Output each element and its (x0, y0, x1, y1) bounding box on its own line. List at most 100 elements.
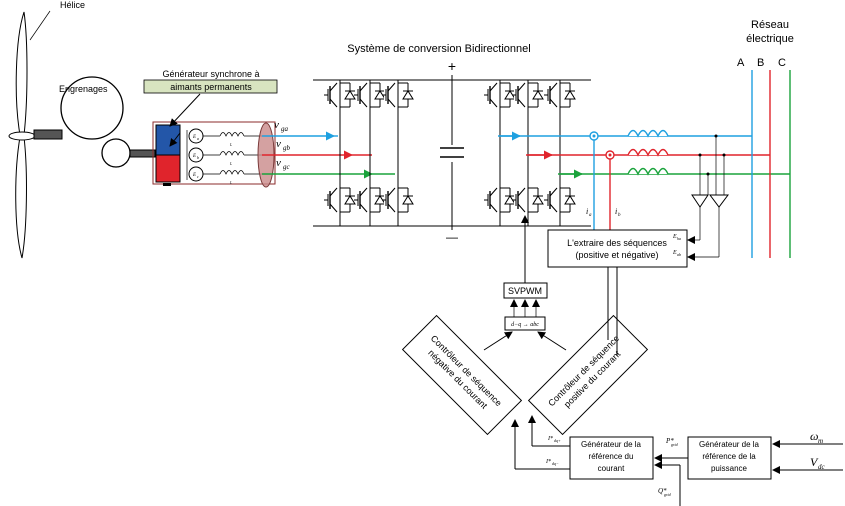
svg-text:L: L (229, 161, 233, 166)
svg-text:Q*: Q* (658, 487, 667, 495)
rotor-arrow (169, 132, 181, 147)
svg-text:ga: ga (281, 125, 289, 133)
vga-label: v ga (274, 119, 289, 133)
generator-label-bg (143, 79, 278, 94)
grid-inductor-b (627, 148, 669, 157)
svg-text:i: i (615, 207, 617, 216)
rotor-base (163, 183, 171, 186)
qgrid-label: Q* grid (658, 487, 672, 497)
ia-label: i a (586, 207, 592, 218)
generator-rotor-north (155, 124, 181, 156)
svg-text:v: v (276, 157, 281, 169)
svg-text:E: E (192, 154, 196, 159)
svg-text:gb: gb (283, 144, 291, 152)
grid-inductor-a (627, 129, 669, 138)
shaft-low (33, 129, 63, 140)
dc-plus: + (448, 58, 456, 74)
helice-pointer (29, 10, 51, 41)
vgc-label: v gc (276, 157, 291, 171)
svg-text:dq−: dq− (552, 461, 559, 466)
svg-text:a: a (589, 213, 592, 218)
neg-to-dqabc (483, 331, 513, 351)
ipos-label: I* dq+ (547, 436, 561, 443)
ineg-label: I* dq− (545, 459, 559, 466)
svg-text:ab: ab (677, 252, 681, 257)
gen-courant-label-3: courant (598, 464, 625, 473)
svg-text:V: V (810, 455, 819, 469)
propeller (8, 11, 36, 259)
vdc-label: V dc (810, 455, 826, 471)
phase-c-label: C (778, 57, 786, 69)
svg-text:ha: ha (677, 236, 681, 241)
svg-text:v: v (274, 119, 279, 131)
svg-text:I*: I* (545, 459, 551, 465)
grid-inductor-c (627, 167, 669, 176)
svg-text:E: E (672, 250, 677, 256)
svg-text:L: L (229, 142, 233, 147)
generateur-label-2: aimants permanents (170, 82, 252, 92)
omega-label: ω m (810, 429, 823, 445)
svg-text:c: c (197, 174, 199, 179)
generator-phase-c: E c L (188, 166, 262, 185)
dq-abc-label: d−q → abc (511, 322, 539, 328)
voltage-sensor-1 (687, 153, 710, 244)
pgrid-label: P* grid (665, 437, 679, 447)
svg-text:grid: grid (664, 492, 672, 497)
svg-text:dc: dc (818, 463, 826, 471)
engrenages-label: Engrenages (59, 84, 108, 94)
generator-phase-b: E b L (188, 147, 262, 166)
ib-label: i b (615, 207, 621, 218)
dc-minus: — (446, 230, 458, 244)
gen-courant-label-2: référence du (589, 452, 634, 461)
phase-a-label: A (737, 57, 745, 69)
svg-text:E: E (192, 135, 196, 140)
generator-phase-a: E a L (188, 128, 262, 147)
svg-text:b: b (618, 213, 621, 218)
svg-text:gc: gc (283, 163, 291, 171)
svg-text:P*: P* (665, 437, 674, 445)
gear-large (60, 76, 124, 140)
reseau-label-1: Réseau (751, 19, 789, 31)
gen-puiss-label-2: référence de la (702, 452, 756, 461)
generator-pointer (169, 93, 201, 127)
svg-text:a: a (197, 136, 199, 141)
svg-text:b: b (197, 155, 199, 160)
eb-label: E ab (672, 250, 681, 257)
svg-text:m: m (818, 437, 823, 445)
gen-puiss-label-1: Générateur de la (699, 440, 760, 449)
extraire-label-2: (positive et négative) (575, 250, 658, 260)
power-reference-generator (687, 436, 772, 480)
phase-b-label: B (757, 57, 764, 69)
svg-text:grid: grid (671, 442, 679, 447)
generateur-label-1: Générateur synchrone à (162, 69, 259, 79)
gen-courant-label-1: Générateur de la (581, 440, 642, 449)
current-reference-generator (569, 436, 654, 480)
gear-small (101, 138, 131, 168)
svg-text:E: E (672, 234, 677, 240)
svg-text:dq+: dq+ (554, 438, 561, 443)
generator-frame (152, 121, 276, 185)
sequence-extractor-block (547, 229, 688, 268)
systeme-label: Système de conversion Bidirectionnel (347, 43, 530, 55)
svg-text:L: L (229, 180, 233, 185)
reseau-label-2: électrique (746, 33, 794, 45)
svg-text:I*: I* (547, 436, 553, 442)
svg-text:ω: ω (810, 429, 818, 443)
voltage-sensor-2 (687, 134, 729, 261)
shaft-high (129, 149, 156, 158)
igbt-switch-11 (544, 82, 576, 108)
svg-text:v: v (276, 138, 281, 150)
helice-label: Hélice (60, 0, 85, 10)
svg-text:E: E (192, 173, 196, 178)
svg-text:i: i (586, 207, 588, 216)
gen-puiss-label-3: puissance (711, 464, 748, 473)
positive-sequence-controller: Contrôleur de séquence positive du coura… (527, 314, 649, 436)
svpwm-label: SVPWM (508, 286, 542, 296)
negative-sequence-controller: Contrôleur de séquence négative du coura… (401, 314, 523, 436)
pos-to-dqabc (537, 331, 567, 351)
extraire-label-1: L'extraire des séquences (567, 238, 667, 248)
ea-label: E ha (672, 234, 681, 241)
generator-rotor-south (155, 154, 181, 183)
vgb-label: v gb (276, 138, 291, 152)
